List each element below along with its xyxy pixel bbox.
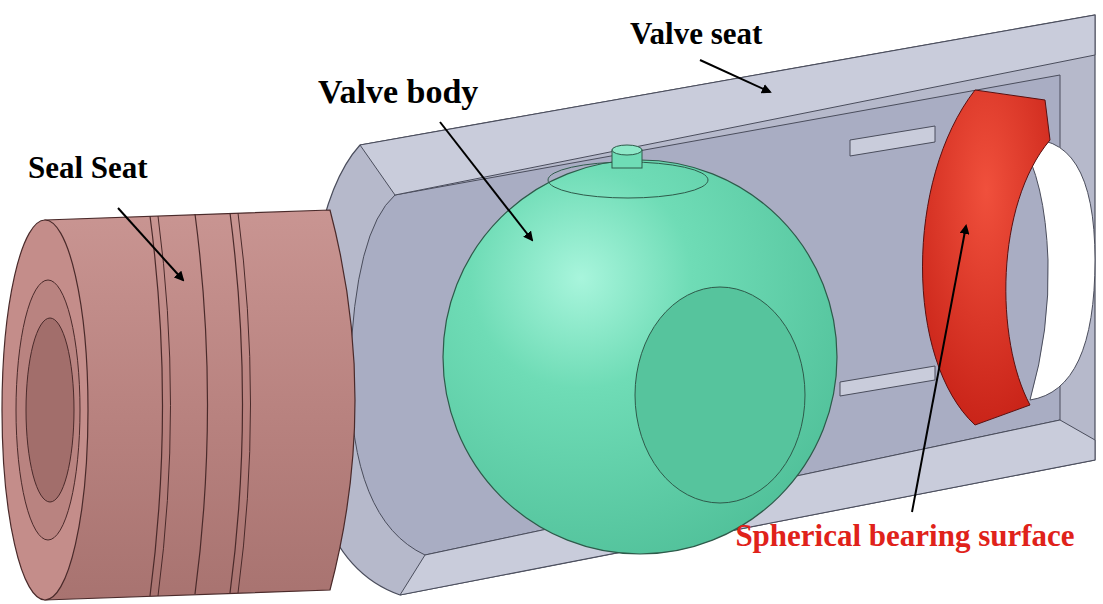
part-label: Valve seat xyxy=(630,16,762,52)
part-label: Valve body xyxy=(318,72,478,111)
highlight-label: Spherical bearing surface xyxy=(735,518,1075,554)
part-label: Seal Seat xyxy=(28,150,148,186)
